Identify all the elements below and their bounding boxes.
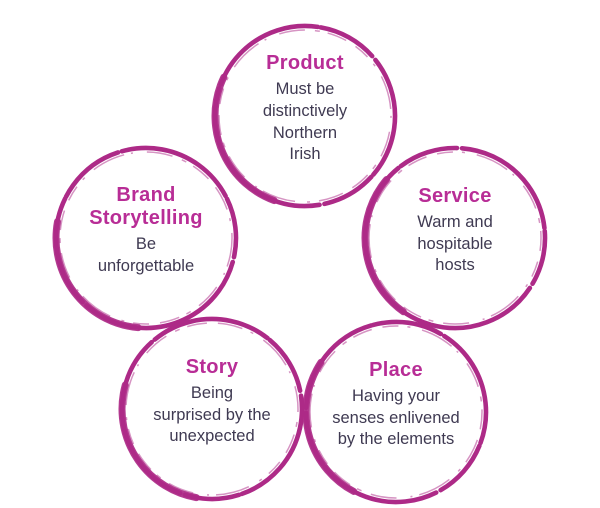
circle-description: Having your senses enlivened by the elem… bbox=[332, 386, 460, 449]
hand-drawn-ring-icon bbox=[52, 144, 240, 332]
hand-drawn-ring-icon bbox=[302, 318, 490, 506]
circle-title: Brand Storytelling bbox=[89, 184, 203, 230]
circle-place: Place Having your senses enlivened by th… bbox=[298, 314, 494, 508]
circle-title: Product bbox=[266, 51, 344, 74]
circle-title: Service bbox=[418, 184, 492, 207]
hand-drawn-ring-icon bbox=[211, 22, 399, 210]
circle-story: Story Being surprised by the unexpected bbox=[114, 311, 310, 507]
circle-label: Service Warm and hospitable hosts bbox=[357, 133, 553, 329]
circle-title: Place bbox=[369, 358, 423, 381]
circle-title: Story bbox=[185, 355, 239, 378]
circle-description: Warm and hospitable hosts bbox=[417, 212, 493, 275]
circle-service: Service Warm and hospitable hosts bbox=[357, 140, 553, 336]
circle-label: Brand Storytelling Be unforgettable bbox=[48, 133, 244, 329]
circle-label: Story Being surprised by the unexpected bbox=[114, 304, 310, 500]
circle-description: Being surprised by the unexpected bbox=[153, 383, 271, 446]
circle-description: Must be distinctively Northern Irish bbox=[262, 79, 348, 164]
circle-brand-storytelling: Brand Storytelling Be unforgettable bbox=[48, 140, 244, 336]
circle-label: Place Having your senses enlivened by th… bbox=[298, 307, 494, 503]
hand-drawn-ring-icon bbox=[118, 315, 306, 503]
hand-drawn-ring-icon bbox=[361, 144, 549, 332]
circle-description: Be unforgettable bbox=[97, 235, 195, 275]
circle-label: Product Must be distinctively Northern I… bbox=[207, 11, 403, 207]
circle-product: Product Must be distinctively Northern I… bbox=[207, 18, 403, 214]
